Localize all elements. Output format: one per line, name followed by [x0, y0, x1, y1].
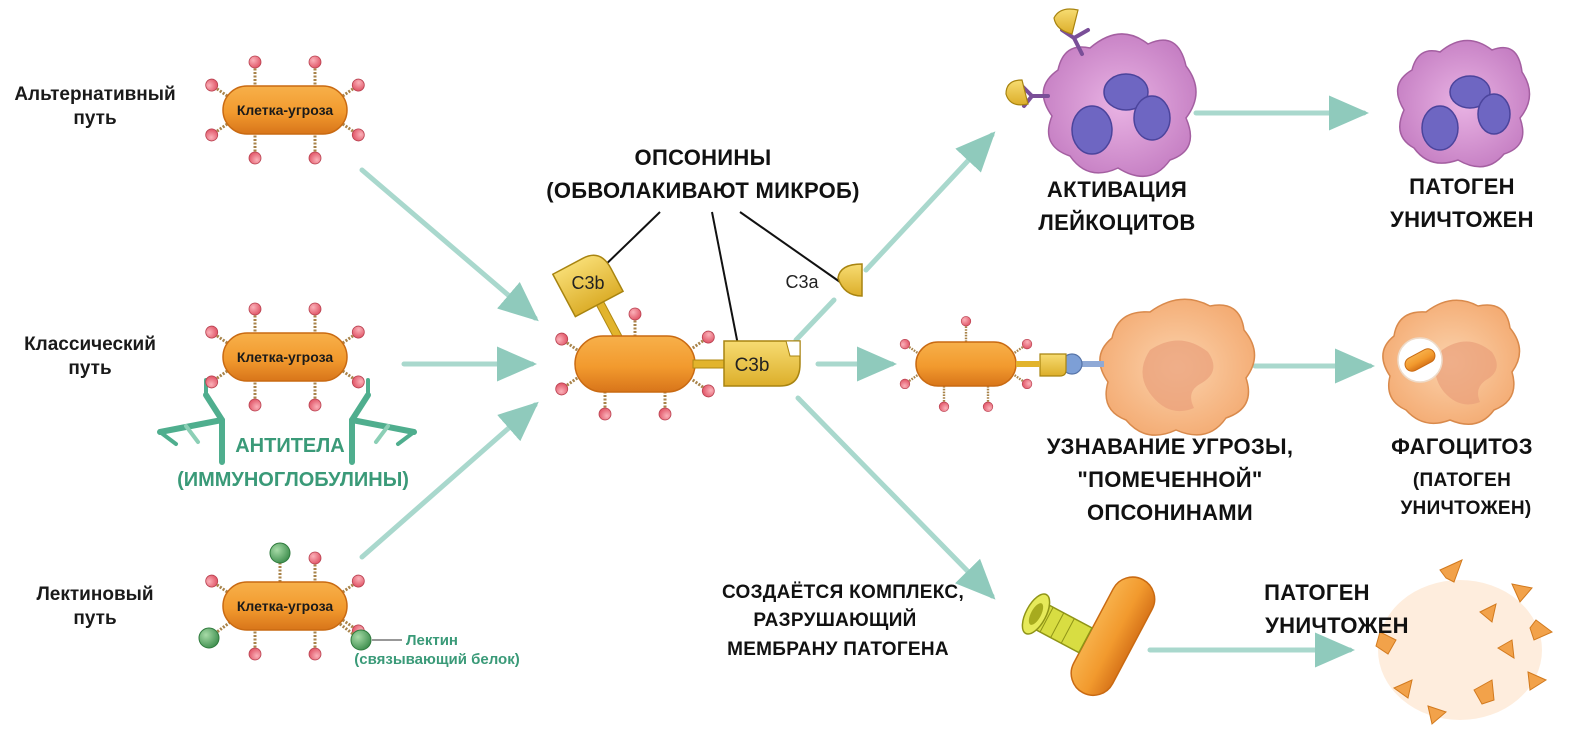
phagocytosis: ФАГОЦИТОЗ (ПАТОГЕН УНИЧТОЖЕН) — [1382, 299, 1533, 519]
threat-cell-label: Клетка-угроза — [237, 102, 333, 118]
leukocyte-activation: АКТИВАЦИЯ ЛЕЙКОЦИТОВ — [1005, 8, 1197, 235]
mac-line2: РАЗРУШАЮЩИЙ — [753, 609, 916, 631]
arrow-alternative-to-center — [359, 167, 539, 322]
antibodies-label-line2: (ИММУНОГЛОБУЛИНЫ) — [177, 469, 409, 491]
small-opsonized-cell — [897, 315, 1040, 413]
threat-cell-classical: Клетка-угроза — [201, 301, 369, 413]
threat-cell-lectin: Клетка-угроза — [198, 542, 372, 662]
macrophage-cell-icon — [1099, 298, 1256, 436]
macrophage-cell-icon — [1382, 299, 1521, 425]
fragments-icon — [1375, 559, 1553, 725]
recognition-line1: УЗНАВАНИЕ УГРОЗЫ, — [1047, 434, 1294, 459]
antibody-left-icon — [157, 378, 225, 465]
pathogen-destroyed-bottom-line1: ПАТОГЕН — [1264, 580, 1370, 605]
classical-pathway: Классический путь Клетка-уг — [24, 301, 417, 491]
recognition: УЗНАВАНИЕ УГРОЗЫ, "ПОМЕЧЕННОЙ" ОПСОНИНАМ… — [897, 298, 1294, 525]
mac-line3: МЕМБРАНУ ПАТОГЕНА — [727, 639, 949, 660]
leukocyte-activation-line1: АКТИВАЦИЯ — [1047, 177, 1187, 202]
opsonized-cell-body — [574, 335, 696, 393]
lectin-sphere-icon — [350, 629, 372, 651]
lectin-label-line2: (связывающий белок) — [354, 651, 519, 668]
opsonins-title-line2: (ОБВОЛАКИВАЮТ МИКРОБ) — [546, 178, 860, 203]
recognition-line2: "ПОМЕЧЕННОЙ" — [1077, 467, 1262, 492]
central-opsonized-cell: ОПСОНИНЫ (ОБВОЛАКИВАЮТ МИКРОБ) C3b — [546, 145, 863, 422]
c3b-top-label: C3b — [571, 273, 604, 293]
arrow-lectin-to-center — [359, 401, 539, 560]
c3b-side-label: C3b — [735, 355, 770, 376]
phagocytosis-line1: ФАГОЦИТОЗ — [1391, 434, 1533, 459]
pathogen-destroyed-bottom: ПАТОГЕН УНИЧТОЖЕН — [1264, 559, 1553, 725]
antibody-right-icon — [349, 378, 417, 465]
threat-cell-label: Клетка-угроза — [237, 598, 333, 614]
pathogen-destroyed-top-line2: УНИЧТОЖЕН — [1390, 207, 1534, 232]
antibodies-label-line1: АНТИТЕЛА — [235, 435, 345, 457]
c3b-side-icon: C3b — [723, 340, 801, 387]
c3b-top-icon: C3b — [551, 254, 625, 345]
lectin-pathway-title-line1: Лектиновый — [36, 584, 153, 605]
c3a-label: C3a — [785, 272, 819, 292]
classical-pathway-title-line2: путь — [68, 358, 111, 379]
arrow-center-to-c3a — [793, 297, 837, 343]
membrane-attack-complex: СОЗДАЁТСЯ КОМПЛЕКС, РАЗРУШАЮЩИЙ МЕМБРАНУ… — [722, 576, 1156, 697]
c3a-fragment: C3a — [785, 263, 863, 297]
leukocyte-activation-line2: ЛЕЙКОЦИТОВ — [1038, 210, 1195, 235]
leukocyte-cell-icon — [1005, 8, 1197, 178]
arrow-center-to-mac — [795, 395, 996, 600]
phagocytosis-line2: (ПАТОГЕН — [1413, 470, 1511, 491]
mac-line1: СОЗДАЁТСЯ КОМПЛЕКС, — [722, 582, 964, 603]
pathogen-destroyed-bottom-line2: УНИЧТОЖЕН — [1265, 613, 1409, 638]
lectin-pathway-title-line2: путь — [73, 608, 116, 629]
pathogen-destroyed-top: ПАТОГЕН УНИЧТОЖЕН — [1390, 39, 1534, 232]
lectin-label-line1: Лектин — [406, 632, 458, 649]
threat-cell-label: Клетка-угроза — [237, 349, 333, 365]
alternative-pathway-title-line1: Альтернативный — [14, 84, 175, 105]
c3a-icon — [837, 263, 863, 297]
alternative-pathway: Альтернативный путь Клетка-угроза — [14, 54, 369, 166]
lectin-pathway: Лектиновый путь Клетка-угроза Лектин (св… — [36, 542, 520, 668]
classical-pathway-title-line1: Классический — [24, 334, 156, 355]
arrows — [359, 95, 1375, 668]
threat-cell-alternative: Клетка-угроза — [201, 54, 369, 166]
alternative-pathway-title-line2: путь — [73, 108, 116, 129]
arrow-c3a-to-leukocyte — [863, 131, 996, 273]
mac-pathogen-icon — [1021, 576, 1156, 697]
mac-pore-icon — [1021, 593, 1094, 654]
opsonins-title-line1: ОПСОНИНЫ — [635, 145, 772, 170]
opsonin-pointer-lines — [597, 211, 841, 346]
pathogen-destroyed-top-line1: ПАТОГЕН — [1409, 174, 1515, 199]
engulfed-pathogen-icon — [1404, 348, 1436, 372]
phagocytosis-line3: УНИЧТОЖЕН) — [1400, 498, 1531, 519]
recognition-line3: ОПСОНИНАМИ — [1087, 500, 1253, 525]
leukocyte-cell-icon — [1396, 39, 1531, 168]
